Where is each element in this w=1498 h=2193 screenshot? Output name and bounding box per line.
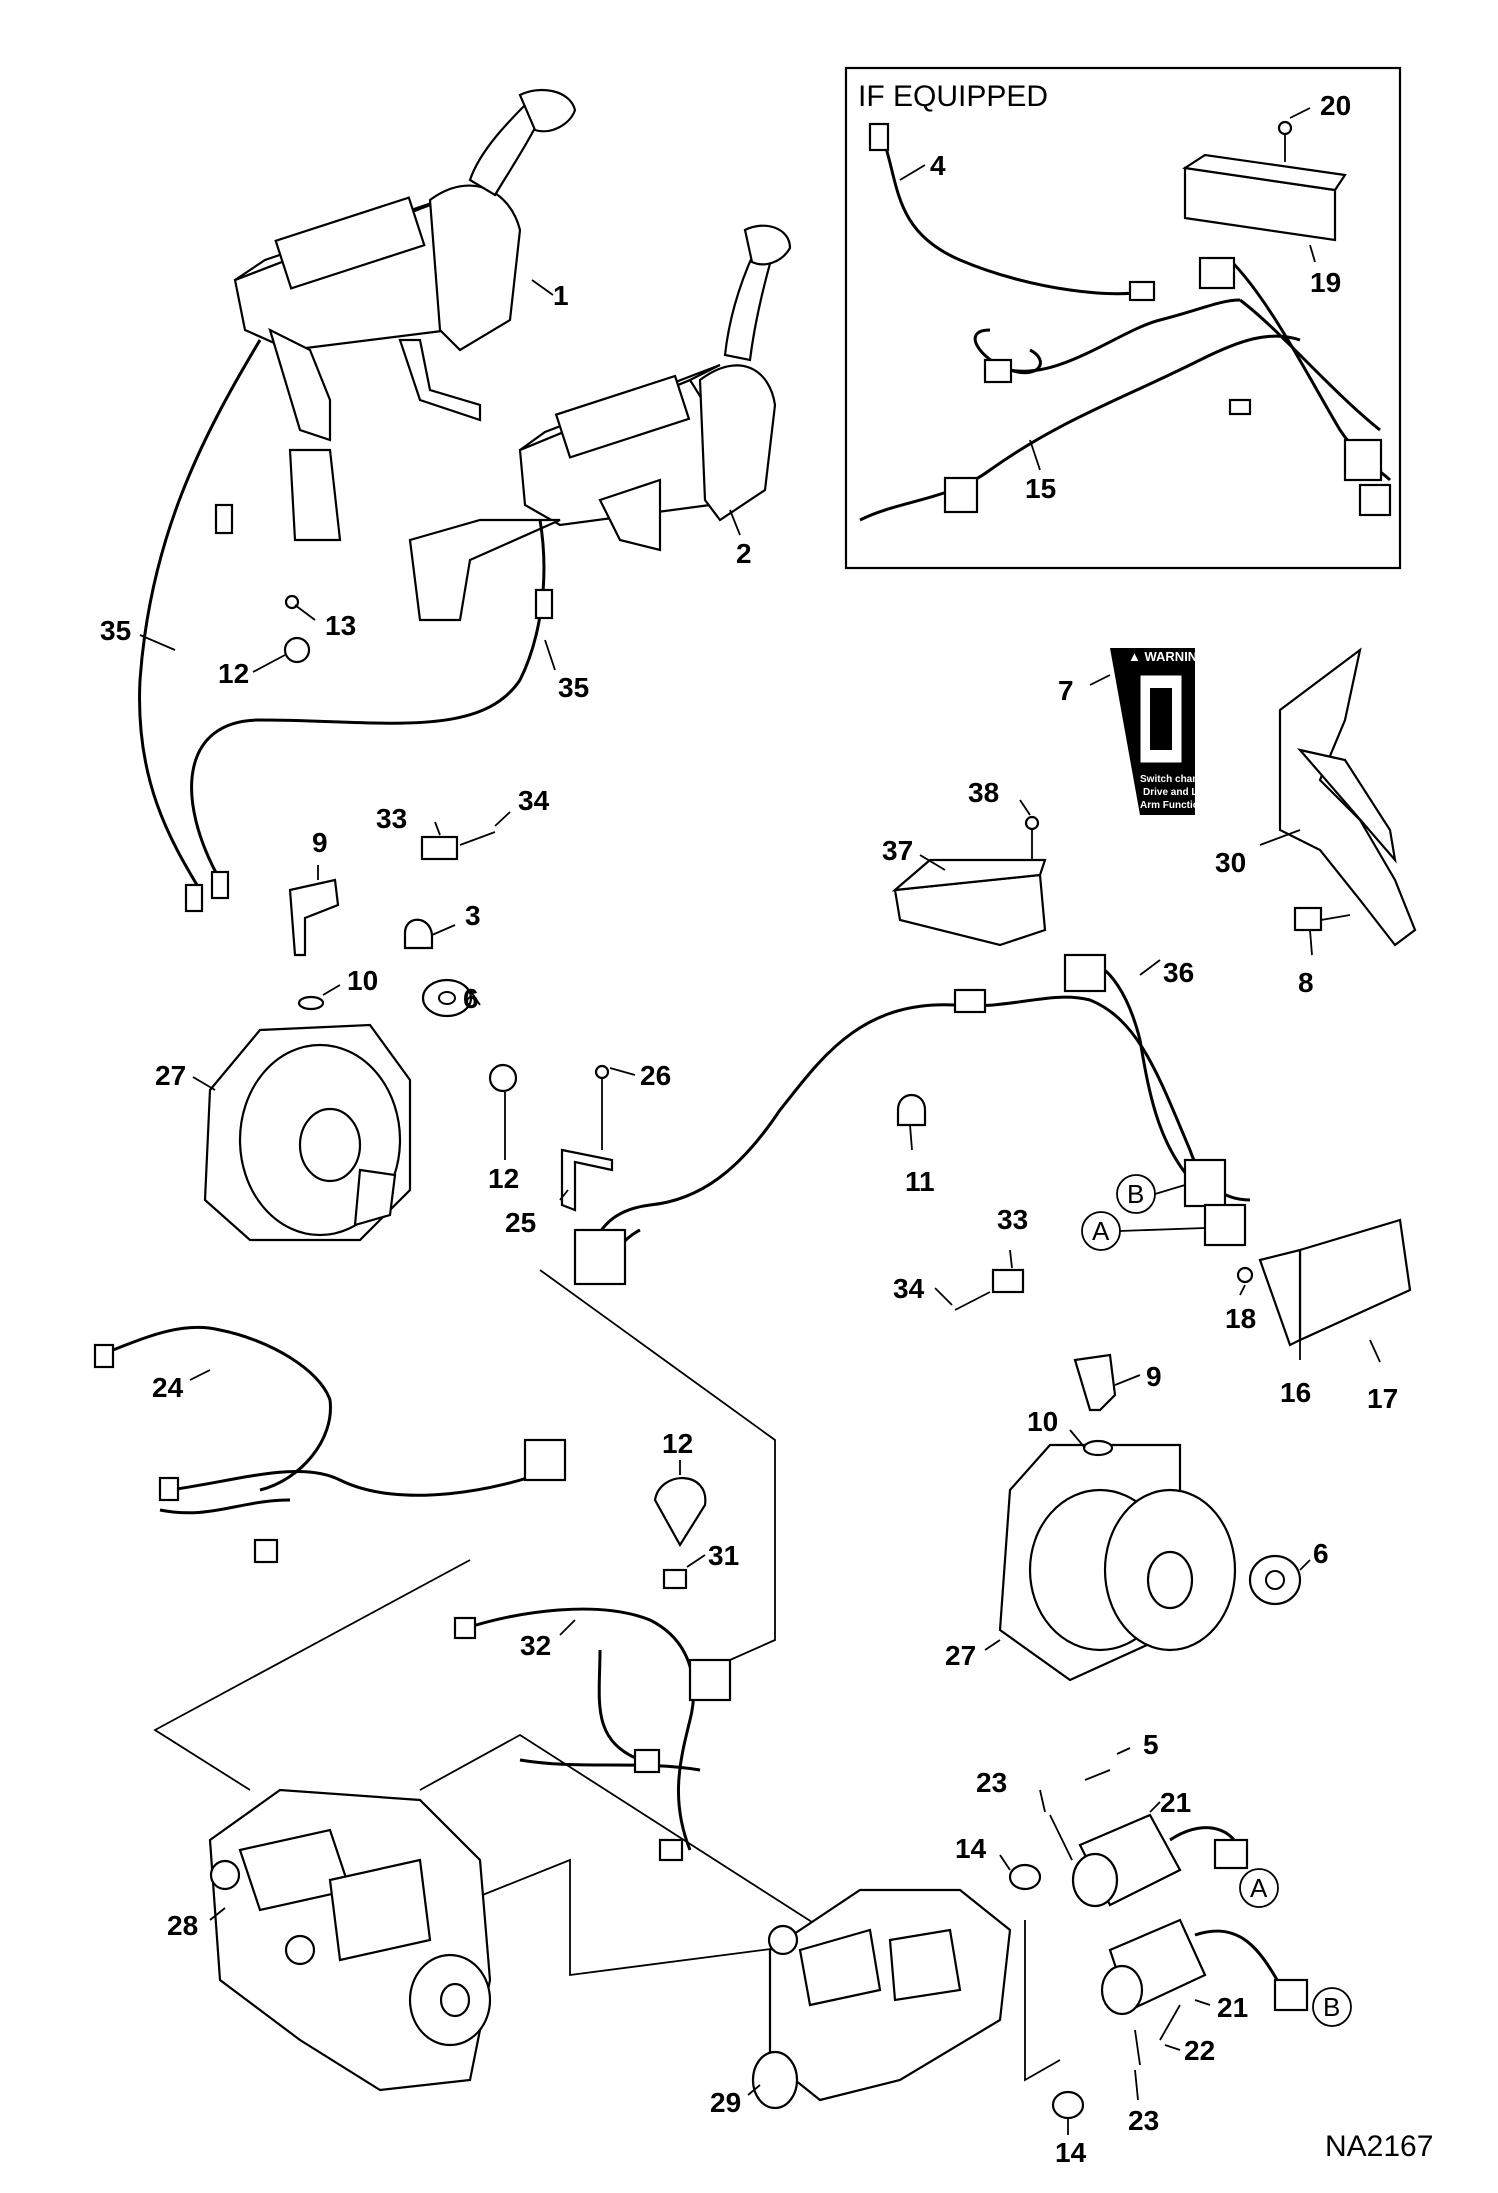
callout: 21 [1217, 1992, 1248, 2023]
pin-34-upper [459, 831, 496, 846]
pin-34-lower [954, 1291, 991, 1311]
pump-28 [208, 1788, 492, 2092]
callout: 23 [1128, 2105, 1159, 2136]
callout: 34 [893, 1273, 925, 1304]
solenoid-21-lower [1051, 1918, 1309, 2120]
callout: 22 [1184, 2035, 1215, 2066]
callout: 14 [1055, 2137, 1087, 2168]
connector-label: A [1092, 1216, 1110, 1246]
callout: 9 [1146, 1361, 1162, 1392]
decal-line1: Switch changes [1140, 774, 1216, 785]
callouts: 1 2 4 15 19 20 35 13 12 35 7 30 8 38 37 … [100, 90, 1398, 2168]
callout: 9 [312, 827, 328, 858]
callout: 5 [1143, 1729, 1159, 1760]
callout: 35 [100, 615, 131, 646]
callout: 26 [640, 1060, 671, 1091]
connector-markers: B A A B [1081, 1174, 1352, 2027]
cable-35 [138, 339, 554, 913]
connector-label: B [1127, 1179, 1144, 1209]
solenoid-21-upper [1008, 1769, 1249, 1908]
callout: 6 [1313, 1538, 1329, 1569]
drawing-code: NA2167 [1325, 2130, 1433, 2163]
callout: 6 [463, 983, 479, 1014]
clip-11 [896, 1094, 927, 1127]
bracket-25 [488, 1063, 614, 1212]
callout: 34 [518, 785, 550, 816]
callout: 27 [155, 1060, 186, 1091]
plug-33-upper [420, 835, 459, 861]
clip-3 [403, 918, 434, 950]
callout: 19 [1310, 267, 1341, 298]
callout: 16 [1280, 1377, 1311, 1408]
joystick-left [233, 88, 577, 542]
callout: 12 [662, 1428, 693, 1459]
callout: 7 [1058, 675, 1074, 706]
callout: 17 [1367, 1383, 1398, 1414]
callout: 1 [553, 280, 569, 311]
decal-line3: Arm Functions. [1140, 800, 1214, 811]
controller-37 [891, 815, 1047, 947]
harness-36 [573, 953, 1412, 1347]
if-equipped-box: IF EQUIPPED [844, 66, 1402, 570]
callout: 23 [976, 1767, 1007, 1798]
connector-label: B [1323, 1992, 1340, 2022]
motor-27-upper [203, 978, 473, 1242]
callout: 12 [488, 1163, 519, 1194]
nut-31 [662, 1568, 688, 1590]
callout: 13 [325, 610, 356, 641]
callout: 10 [1027, 1406, 1058, 1437]
callout: 3 [465, 900, 481, 931]
callout: 33 [376, 803, 407, 834]
reference-lines [153, 1269, 1061, 2082]
joystick-right [408, 224, 792, 622]
callout: 25 [505, 1207, 536, 1238]
harness-24 [93, 1325, 567, 1564]
decal-heading: ▲ WARNING [1128, 649, 1207, 664]
callout: 2 [736, 538, 752, 569]
callout: 20 [1320, 90, 1351, 121]
clamp-12-lower [653, 1477, 707, 1548]
callout: 21 [1160, 1787, 1191, 1818]
callout: 30 [1215, 847, 1246, 878]
callout: 24 [152, 1372, 184, 1403]
callout: 36 [1163, 957, 1194, 988]
callout: 33 [997, 1204, 1028, 1235]
callout: 8 [1298, 967, 1314, 998]
box-title: IF EQUIPPED [858, 80, 1048, 113]
callout: 12 [218, 658, 249, 689]
callout: 32 [520, 1630, 551, 1661]
side-panel [1278, 647, 1417, 947]
callout: 27 [945, 1640, 976, 1671]
motor-27-lower [998, 1353, 1302, 1682]
callout: 38 [968, 777, 999, 808]
decal-line2: Drive and Lift [1143, 787, 1208, 798]
callout: 15 [1025, 473, 1056, 504]
sensor-9-upper [288, 878, 340, 1011]
callout: 35 [558, 672, 589, 703]
callout: 37 [882, 835, 913, 866]
harness-32 [453, 1607, 732, 1862]
callout: 10 [347, 965, 378, 996]
plug-33-lower [991, 1268, 1025, 1294]
callout: 31 [708, 1540, 739, 1571]
callout: 14 [955, 1833, 987, 1864]
callout: 4 [930, 150, 946, 181]
warning-decal: ▲ WARNING Switch changes Drive and Lift … [1110, 648, 1216, 815]
callout: 28 [167, 1910, 198, 1941]
callout: 29 [710, 2087, 741, 2118]
connector-label: A [1250, 1873, 1268, 1903]
pump-29 [751, 1888, 1012, 2110]
callout: 11 [905, 1166, 935, 1197]
callout: 18 [1225, 1303, 1256, 1334]
